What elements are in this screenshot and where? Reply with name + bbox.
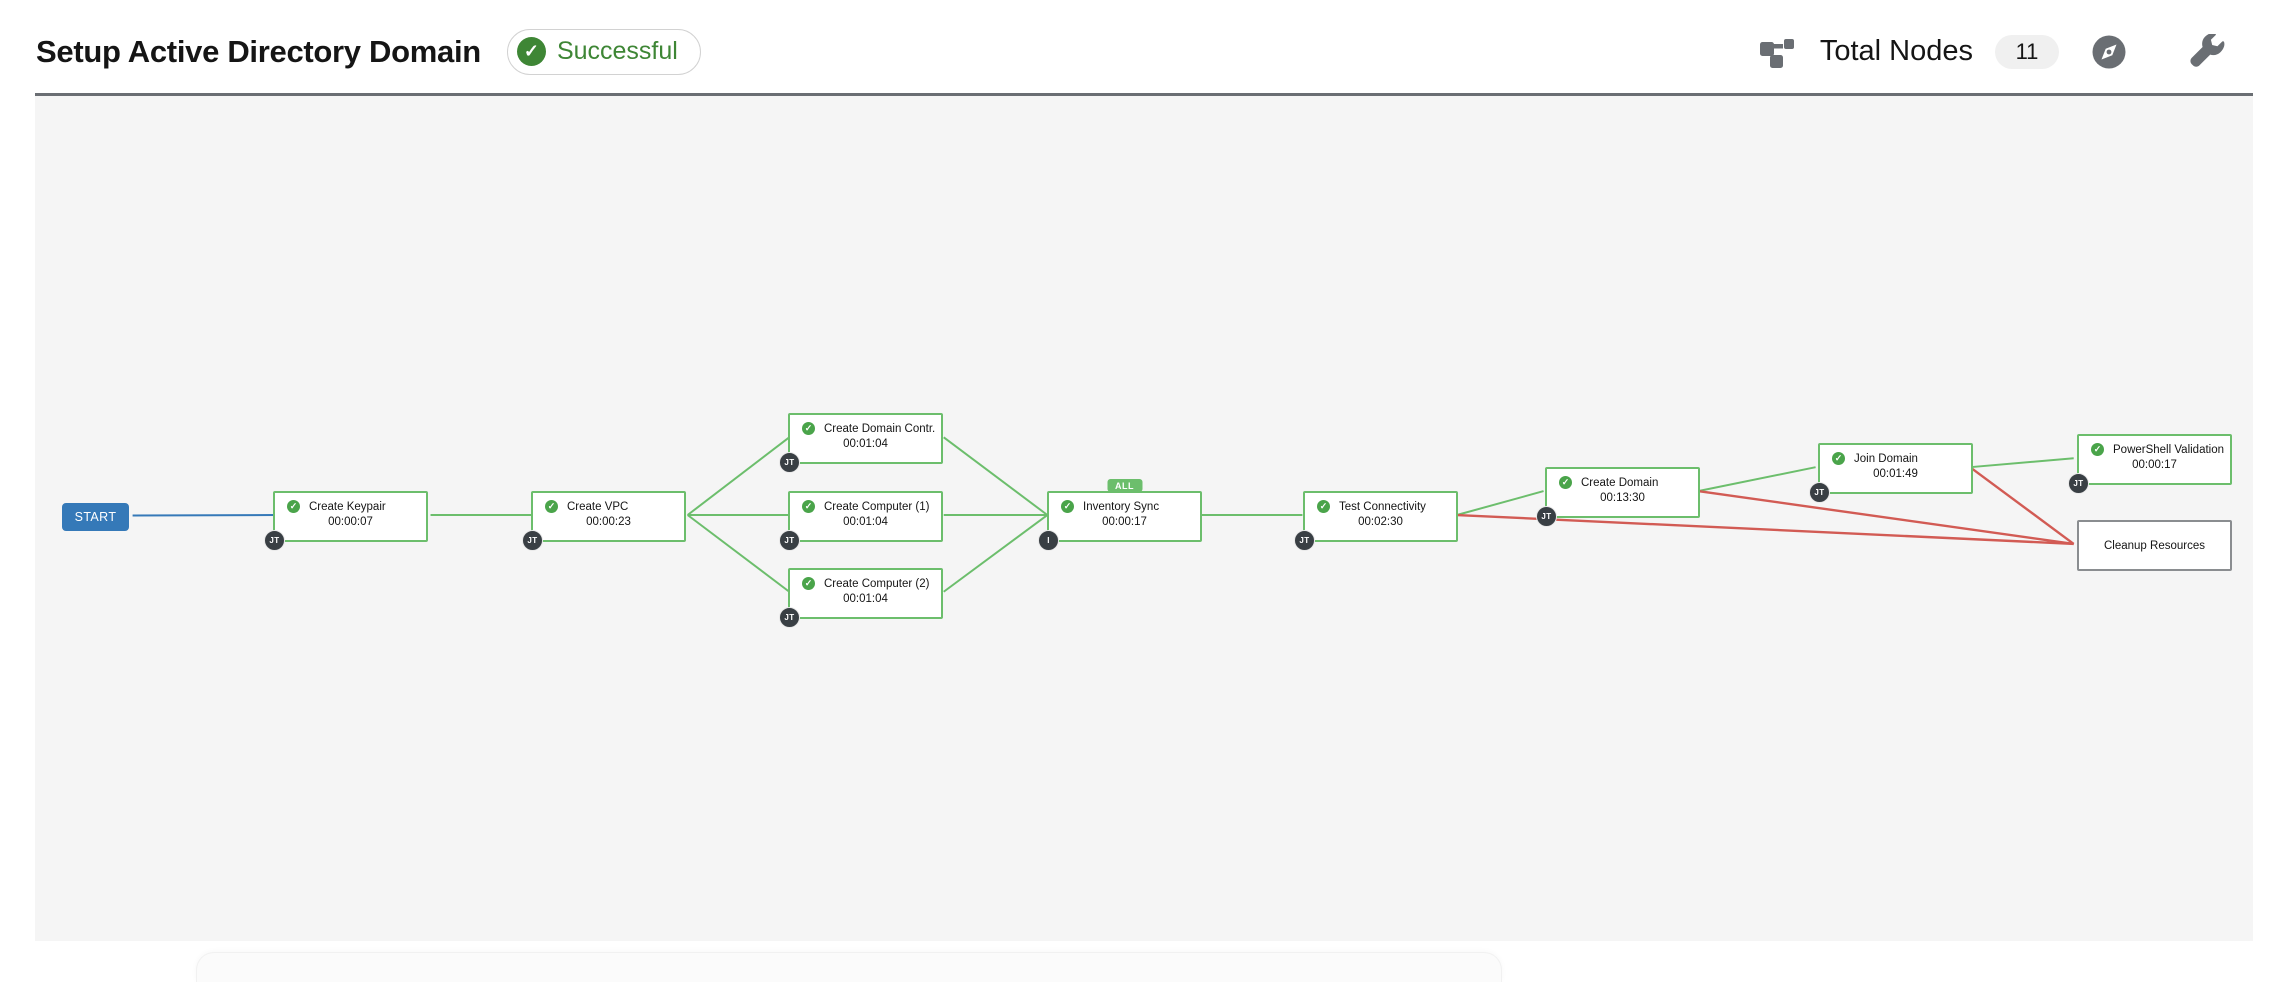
success-check-icon: ✓: [1061, 500, 1074, 513]
job-template-type-badge: JT: [779, 452, 800, 473]
workflow-edge-create-computer-2-to-inventory-sync: [944, 515, 1048, 592]
job-template-type-badge: JT: [1294, 530, 1315, 551]
success-check-icon: ✓: [802, 500, 815, 513]
success-check-icon: ✓: [802, 422, 815, 435]
node-elapsed-time: 00:13:30: [1547, 492, 1698, 504]
node-label: Create Keypair: [309, 501, 386, 513]
total-nodes-label: Total Nodes: [1820, 35, 1973, 68]
workflow-node-cleanup-resources[interactable]: Cleanup Resources: [2077, 520, 2232, 571]
workflow-edge-create-vpc-to-create-domain-controller: [688, 437, 790, 515]
workflow-edge-create-domain-to-join-domain: [1698, 467, 1816, 491]
page-header: Setup Active Directory Domain ✓ Successf…: [0, 0, 2290, 93]
node-label: Create Computer (1): [824, 501, 929, 513]
job-template-type-badge: JT: [779, 530, 800, 551]
node-elapsed-time: 00:00:07: [275, 516, 426, 528]
success-check-icon: ✓: [287, 500, 300, 513]
status-badge-label: Successful: [557, 37, 678, 66]
convergence-badge: ALL: [1107, 479, 1142, 492]
node-label: Join Domain: [1854, 453, 1918, 465]
node-elapsed-time: 00:00:17: [2079, 459, 2230, 471]
bottom-panel-peek: [196, 952, 1502, 982]
node-label: Inventory Sync: [1083, 501, 1159, 513]
node-elapsed-time: 00:00:23: [533, 516, 684, 528]
node-elapsed-time: 00:01:49: [1820, 468, 1971, 480]
compass-button[interactable]: [2091, 34, 2127, 70]
sitemap-icon: [1758, 35, 1794, 68]
header-toolbar: Total Nodes 11: [1758, 34, 2226, 70]
inventory-type-badge: I: [1038, 530, 1059, 551]
status-badge: ✓ Successful: [507, 29, 701, 75]
job-template-type-badge: JT: [1536, 506, 1557, 527]
job-template-type-badge: JT: [1809, 482, 1830, 503]
node-label: Cleanup Resources: [2104, 540, 2205, 552]
node-elapsed-time: 00:00:17: [1049, 516, 1200, 528]
total-nodes-count: 11: [1995, 35, 2059, 69]
job-template-type-badge: JT: [779, 607, 800, 628]
job-template-type-badge: JT: [522, 530, 543, 551]
node-elapsed-time: 00:02:30: [1305, 516, 1456, 528]
wrench-button[interactable]: [2189, 34, 2226, 70]
node-label: Create Computer (2): [824, 578, 929, 590]
page-title: Setup Active Directory Domain: [36, 34, 481, 70]
node-label: Create Domain: [1581, 477, 1658, 489]
workflow-edge-test-connectivity-to-create-domain: [1457, 491, 1544, 515]
node-label: Test Connectivity: [1339, 501, 1426, 513]
workflow-edge-create-vpc-to-create-computer-2: [688, 515, 790, 592]
workflow-edge-create-domain-controller-to-inventory-sync: [944, 437, 1048, 515]
success-check-icon: ✓: [1832, 452, 1845, 465]
node-elapsed-time: 00:01:04: [790, 438, 941, 450]
success-check-icon: ✓: [802, 577, 815, 590]
node-label: Create Domain Contr...: [824, 423, 935, 435]
job-template-type-badge: JT: [2068, 473, 2089, 494]
success-check-icon: ✓: [1559, 476, 1572, 489]
node-label: Create VPC: [567, 501, 628, 513]
success-check-icon: ✓: [1317, 500, 1330, 513]
workflow-edge-join-domain-to-powershell-validation: [1970, 458, 2074, 467]
success-check-icon: ✓: [517, 37, 546, 66]
success-check-icon: ✓: [2091, 443, 2104, 456]
node-label: PowerShell Validation: [2113, 444, 2224, 456]
job-template-type-badge: JT: [264, 530, 285, 551]
success-check-icon: ✓: [545, 500, 558, 513]
start-node[interactable]: START: [62, 503, 129, 531]
node-elapsed-time: 00:01:04: [790, 593, 941, 605]
node-elapsed-time: 00:01:04: [790, 516, 941, 528]
